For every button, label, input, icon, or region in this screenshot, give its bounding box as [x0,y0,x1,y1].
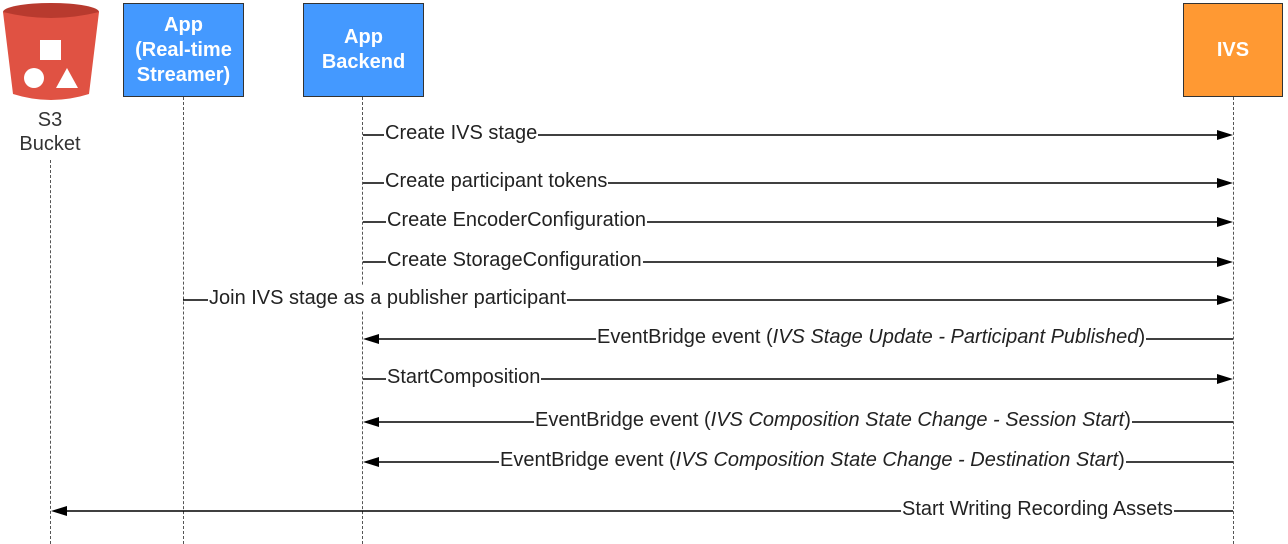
arrowhead [1217,295,1233,305]
arrowhead [363,417,379,427]
message-text: Join IVS stage as a publisher participan… [209,287,566,309]
message-label: Create StorageConfiguration [386,248,643,272]
arrowhead [363,457,379,467]
lifeline-app-streamer [183,97,184,544]
message-suffix: ) [1138,326,1146,348]
arrowhead [1217,178,1233,188]
lifeline-app-backend [362,97,363,544]
message-text: Create IVS stage [385,122,538,144]
arrowhead [1217,257,1233,267]
message-text: StartComposition [387,366,541,388]
message-label: EventBridge event (IVS Stage Update - Pa… [596,325,1147,349]
message-italic-text: IVS Stage Update - Participant Published [772,326,1139,348]
arrowhead [1217,374,1233,384]
message-text: Start Writing Recording Assets [902,498,1173,520]
lifeline-ivs [1233,97,1234,544]
message-label: Start Writing Recording Assets [901,497,1174,521]
message-label: StartComposition [386,365,542,389]
message-suffix: ) [1124,409,1131,431]
message-italic-text: IVS Composition State Change - Session S… [710,409,1125,431]
message-label: EventBridge event (IVS Composition State… [499,448,1126,472]
message-text: EventBridge event ( [500,449,676,471]
s3-bucket-label: S3 Bucket [0,108,100,156]
message-suffix: ) [1118,449,1125,471]
message-text: EventBridge event ( [535,409,711,431]
arrowhead [1217,217,1233,227]
message-text: Create EncoderConfiguration [387,209,647,231]
message-text: EventBridge event ( [597,326,773,348]
message-label: Join IVS stage as a publisher participan… [208,286,567,310]
actor-app-backend: App Backend [303,3,424,97]
message-text: Create participant tokens [385,170,608,192]
actor-ivs: IVS [1183,3,1283,97]
message-label: EventBridge event (IVS Composition State… [534,408,1132,432]
actor-app-streamer: App (Real-time Streamer) [123,3,244,97]
arrowhead [51,506,67,516]
message-label: Create EncoderConfiguration [386,208,648,232]
arrowhead [1217,130,1233,140]
s3-bucket-icon [3,3,99,100]
message-label: Create participant tokens [384,169,609,193]
lifeline-s3 [50,160,51,544]
message-label: Create IVS stage [384,121,539,145]
arrowhead [363,334,379,344]
message-italic-text: IVS Composition State Change - Destinati… [675,449,1119,471]
s3-label-line1: S3 [37,109,63,131]
s3-label-line2: Bucket [19,133,81,155]
message-text: Create StorageConfiguration [387,249,642,271]
